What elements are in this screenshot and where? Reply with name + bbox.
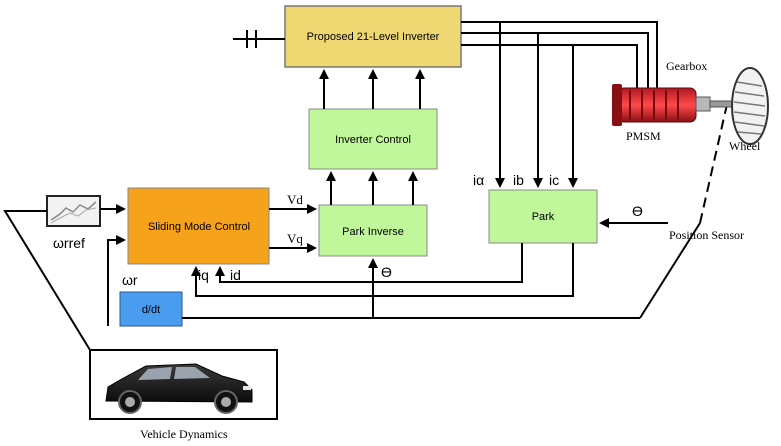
inverter-block: Proposed 21-Level Inverter — [284, 5, 462, 68]
sliding-mode-control-label: Sliding Mode Control — [148, 221, 250, 233]
label-wrref: ωrref — [53, 235, 85, 251]
label-iq: iq — [198, 267, 209, 283]
inverter-control-block: Inverter Control — [308, 108, 438, 170]
wire-phase-c — [461, 44, 638, 88]
wire-theta-pi — [182, 258, 378, 319]
label-ic: ic — [549, 172, 559, 188]
label-pmsm: PMSM — [626, 129, 661, 143]
inverter-control-label: Inverter Control — [335, 134, 411, 146]
label-ialpha: iα — [473, 172, 484, 188]
label-wr: ωr — [122, 272, 138, 288]
label-id: id — [230, 267, 241, 283]
wire-position-sensor — [639, 222, 701, 319]
vehicle-dynamics-panel — [89, 349, 278, 420]
label-position-sensor: Position Sensor — [669, 228, 744, 242]
park-block: Park — [488, 189, 598, 244]
label-gearbox: Gearbox — [666, 59, 707, 73]
label-ib: ib — [513, 172, 524, 188]
wire-wr — [107, 235, 126, 326]
park-label: Park — [532, 211, 555, 223]
speed-reference-thumbnail — [46, 195, 101, 227]
sliding-mode-control-box — [127, 187, 270, 265]
park-inverse-block: Park Inverse — [318, 204, 428, 257]
ddt-label: d/dt — [142, 304, 160, 316]
park-inverse-label: Park Inverse — [342, 226, 404, 238]
label-vq: Vq — [287, 231, 303, 246]
label-vehicle-dynamics: Vehicle Dynamics — [140, 427, 228, 441]
ddt-block: d/dt — [119, 291, 183, 327]
ddt-box — [119, 291, 183, 327]
sliding-mode-control-block: Sliding Mode Control — [127, 187, 270, 265]
inverter-label: Proposed 21-Level Inverter — [307, 31, 440, 43]
wire-phase-a — [461, 21, 658, 88]
wire-phase-b — [461, 32, 649, 88]
label-theta-pi: ϴ — [381, 264, 392, 280]
inverter-control-box — [308, 108, 438, 170]
wire-sensor-dashed — [699, 99, 729, 224]
wheel-icon — [731, 67, 769, 145]
dc-source-symbol — [233, 30, 285, 48]
label-wheel: Wheel — [729, 139, 761, 153]
label-vd: Vd — [287, 192, 303, 207]
park-inverse-box — [318, 204, 428, 257]
label-theta-park: ϴ — [632, 203, 643, 219]
park-box — [488, 189, 598, 244]
inverter-box — [284, 5, 462, 68]
car-icon — [105, 363, 253, 414]
pmsm-motor-icon — [612, 84, 733, 126]
wire-id — [215, 243, 523, 283]
wire-vehicle — [3, 210, 91, 351]
wire-iq — [191, 243, 574, 297]
